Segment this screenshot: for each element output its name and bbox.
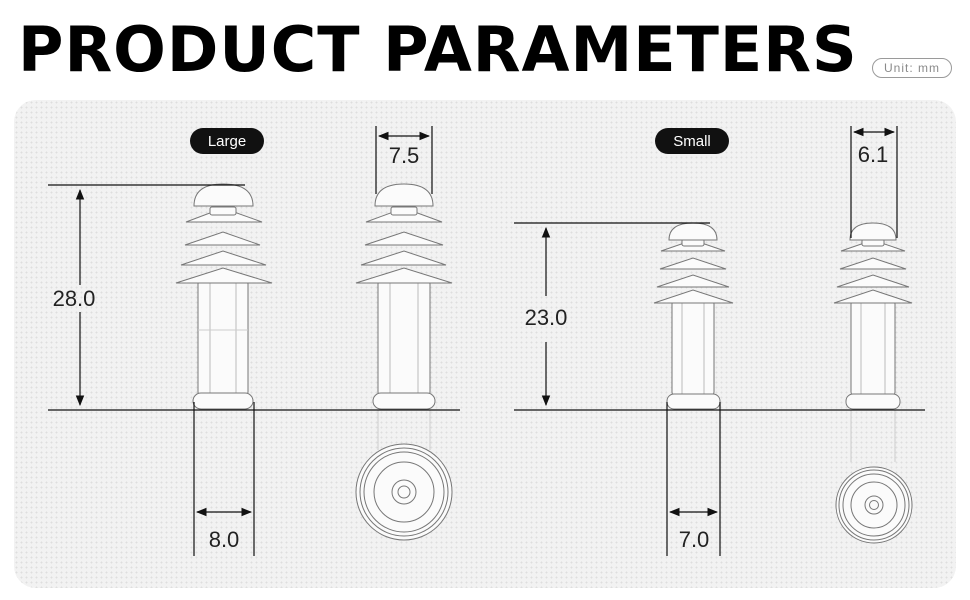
diagram-panel	[14, 100, 956, 588]
large-earplug-front	[355, 183, 453, 410]
small-earplug-bottom	[835, 410, 913, 544]
large-earplug-bottom	[355, 410, 453, 541]
large-stem-width-value: 8.0	[209, 527, 240, 552]
large-dimension-lines	[48, 126, 460, 556]
unit-badge: Unit: mm	[872, 58, 952, 78]
large-height-value: 28.0	[53, 286, 96, 311]
small-earplug-front	[833, 222, 913, 410]
large-size-label: Large	[190, 128, 264, 154]
small-size-label: Small	[655, 128, 729, 154]
small-stem-width-value: 7.0	[679, 527, 710, 552]
small-earplug-side	[653, 222, 734, 410]
small-head-width-value: 6.1	[858, 142, 889, 167]
page-title: PRODUCT PARAMETERS	[18, 13, 858, 86]
small-height-value: 23.0	[525, 305, 568, 330]
small-label-text: Small	[673, 133, 711, 150]
large-head-width-value: 7.5	[389, 143, 420, 168]
small-dimension-lines	[514, 126, 925, 556]
large-earplug-side	[175, 183, 273, 410]
large-label-text: Large	[208, 133, 246, 150]
